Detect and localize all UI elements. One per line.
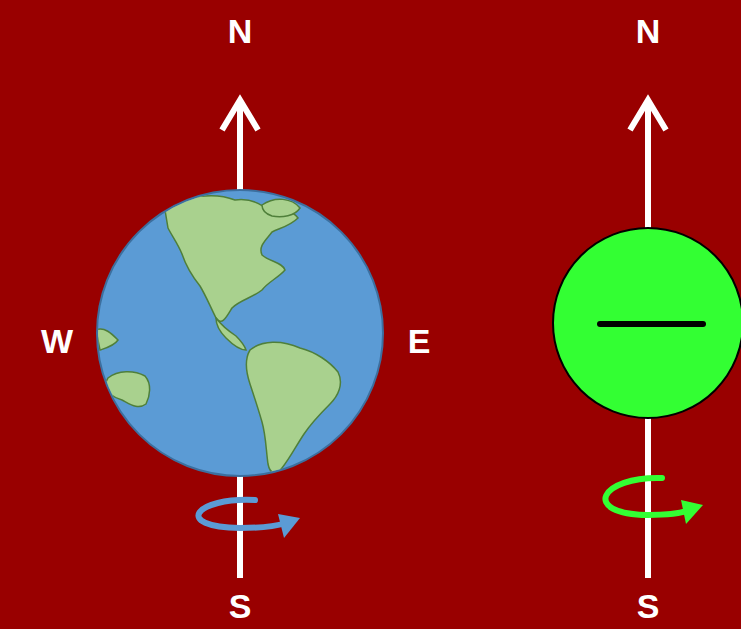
minus-sign (600, 321, 703, 327)
axis-arrowhead (222, 100, 258, 130)
direction-label: N (636, 14, 661, 48)
axis-arrowhead (630, 100, 666, 130)
rotation-arrow (605, 478, 690, 515)
direction-label: S (637, 589, 660, 623)
direction-label: W (41, 324, 73, 358)
rotation-arrow (198, 500, 286, 528)
earth-globe (96, 190, 383, 476)
direction-label: S (229, 589, 252, 623)
direction-label: N (228, 14, 253, 48)
direction-label: E (408, 324, 431, 358)
rotation-arrowhead (681, 500, 703, 524)
spinning-particle (553, 228, 741, 418)
rotation-arrowhead (278, 514, 300, 538)
